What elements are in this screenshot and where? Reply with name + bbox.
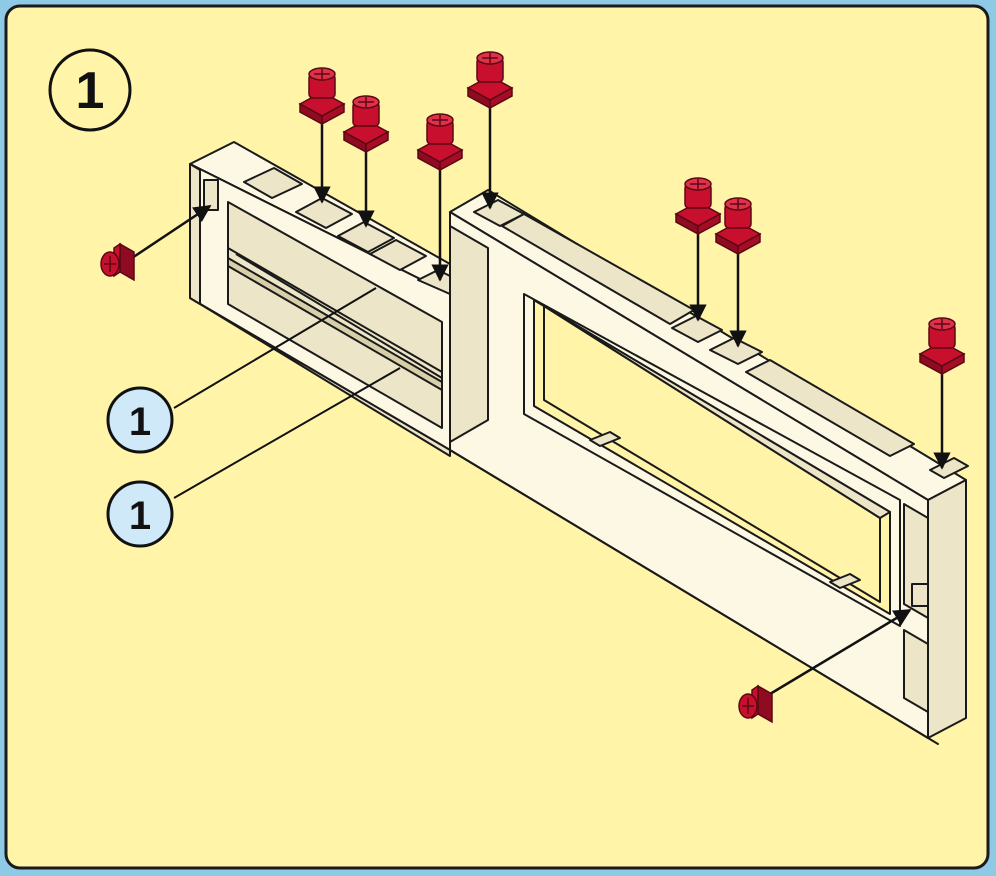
arrow-icon <box>131 204 212 260</box>
callout-label: 1 <box>129 494 151 538</box>
arrow-icon <box>769 608 912 696</box>
callout-circle-icon <box>48 48 132 132</box>
callout-circle-icon <box>106 386 174 454</box>
left-frame-part <box>189 141 451 457</box>
step-number-badge: 1 <box>48 48 132 132</box>
callout-1: 1 <box>106 386 174 454</box>
right-frame-part <box>449 189 969 745</box>
callout-circle-icon <box>106 480 174 548</box>
callout-label: 1 <box>129 400 151 444</box>
callout-leaders <box>173 287 401 499</box>
instruction-panel: 1 1 1 <box>4 4 990 870</box>
step-number: 1 <box>76 62 105 120</box>
callout-2: 1 <box>106 480 174 548</box>
arrows <box>131 100 951 696</box>
instruction-diagram: 1 1 1 <box>4 4 990 870</box>
